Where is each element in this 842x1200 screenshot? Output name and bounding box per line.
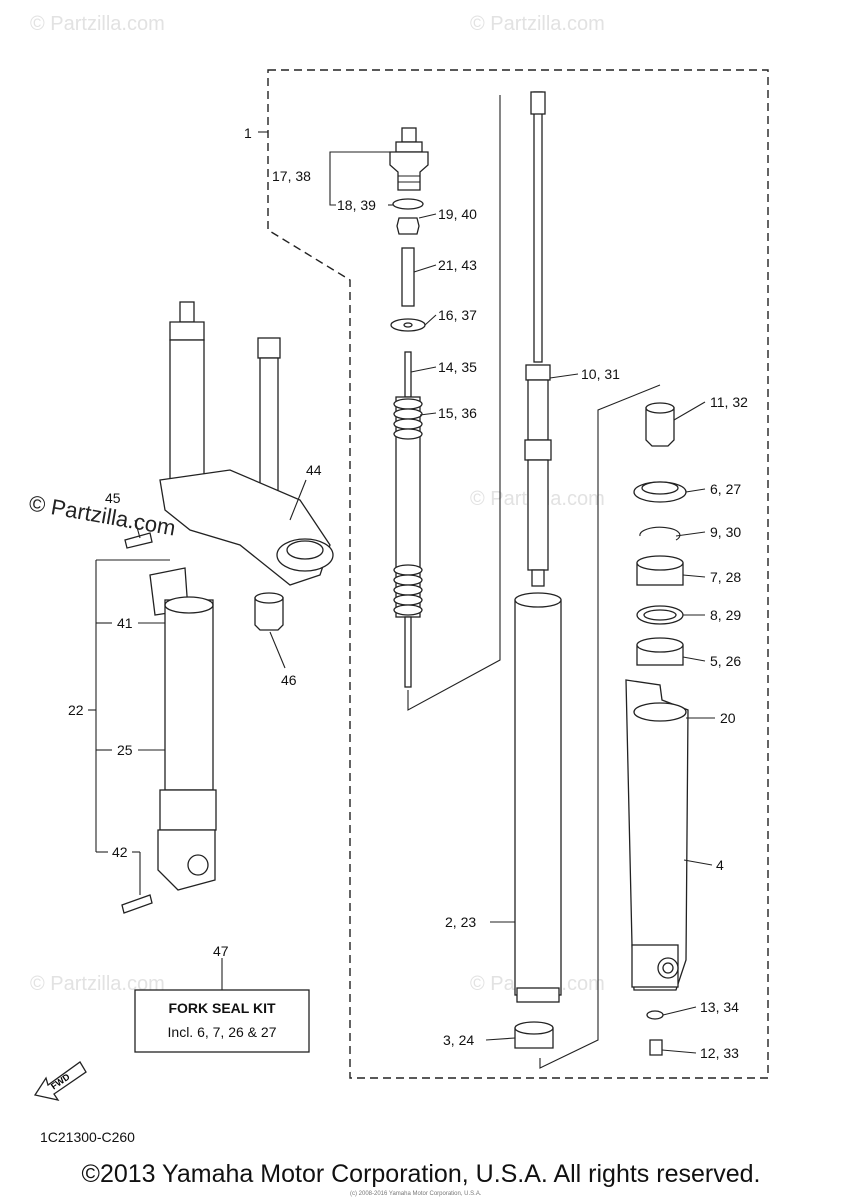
callout: 19, 40 xyxy=(438,206,477,222)
leader-lines xyxy=(88,131,715,1054)
kit-title: FORK SEAL KIT xyxy=(168,1000,276,1016)
damper-shaft xyxy=(533,91,543,363)
tiny-copyright: (c) 2008-2016 Yamaha Motor Corporation, … xyxy=(350,1191,482,1197)
callout: 20 xyxy=(720,710,736,726)
callout: 9, 30 xyxy=(710,524,741,540)
callout: 42 xyxy=(112,844,128,860)
clip xyxy=(639,526,681,541)
copyright-footer: ©2013 Yamaha Motor Corporation, U.S.A. A… xyxy=(81,1160,761,1188)
callout: 2, 23 xyxy=(445,914,476,930)
callout: 3, 24 xyxy=(443,1032,474,1048)
cylinder-top xyxy=(525,364,551,381)
callout: 44 xyxy=(306,462,322,478)
callout: 6, 27 xyxy=(710,481,741,497)
copper-washer xyxy=(646,1010,664,1020)
left-fork-assembly xyxy=(121,301,334,914)
callout: 17, 38 xyxy=(272,168,311,184)
callout: 46 xyxy=(281,672,297,688)
cap-bolt xyxy=(389,127,429,191)
spacer-tube xyxy=(401,247,415,307)
assembly-outline xyxy=(267,69,769,1079)
outer-fork-tube xyxy=(625,679,689,991)
callout: 47 xyxy=(213,943,229,959)
cylinder-body xyxy=(527,459,549,571)
callout: 8, 29 xyxy=(710,607,741,623)
callout: 25 xyxy=(117,742,133,758)
outer-tube xyxy=(514,599,562,996)
callout: 21, 43 xyxy=(438,257,477,273)
callout: 4 xyxy=(716,857,724,873)
diagram-code: 1C21300-C260 xyxy=(40,1129,135,1145)
callout: 7, 28 xyxy=(710,569,741,585)
callout: 11, 32 xyxy=(710,394,748,410)
kit-note: Incl. 6, 7, 26 & 27 xyxy=(168,1024,277,1040)
callout: 10, 31 xyxy=(581,366,620,382)
inner-bracket-left xyxy=(407,95,501,711)
callout: 41 xyxy=(117,615,133,631)
callout: 12, 33 xyxy=(700,1045,739,1061)
watermark: © Partzilla.com xyxy=(470,13,605,35)
callout: 14, 35 xyxy=(438,359,477,375)
drain-bolt xyxy=(649,1039,663,1056)
watermark: © Partzilla.com xyxy=(30,973,165,995)
callout: 1 xyxy=(244,125,252,141)
callout: 18, 39 xyxy=(337,197,376,213)
callout: 16, 37 xyxy=(438,307,477,323)
callout: 45 xyxy=(105,490,121,506)
watermark-bold: © Partzilla.com xyxy=(27,490,177,540)
spring-coils xyxy=(393,398,423,616)
callout: 5, 26 xyxy=(710,653,741,669)
fork-seal-kit-box xyxy=(134,989,310,1053)
fwd-arrow-icon: FWD xyxy=(33,1061,87,1101)
callout-labels: 1 17, 38 18, 39 19, 40 21, 43 16, 37 14,… xyxy=(68,125,748,1061)
o-ring xyxy=(392,198,424,210)
bolt-45 xyxy=(124,532,153,549)
callout: 13, 34 xyxy=(700,999,739,1015)
locknut xyxy=(396,217,420,235)
rod-end xyxy=(404,616,412,688)
callout: 22 xyxy=(68,702,84,718)
damper-rod xyxy=(404,351,412,398)
watermark: © Partzilla.com xyxy=(30,13,165,35)
callout: 15, 36 xyxy=(438,405,477,421)
seal-cap xyxy=(645,407,675,447)
inner-bracket-right xyxy=(539,384,661,1069)
